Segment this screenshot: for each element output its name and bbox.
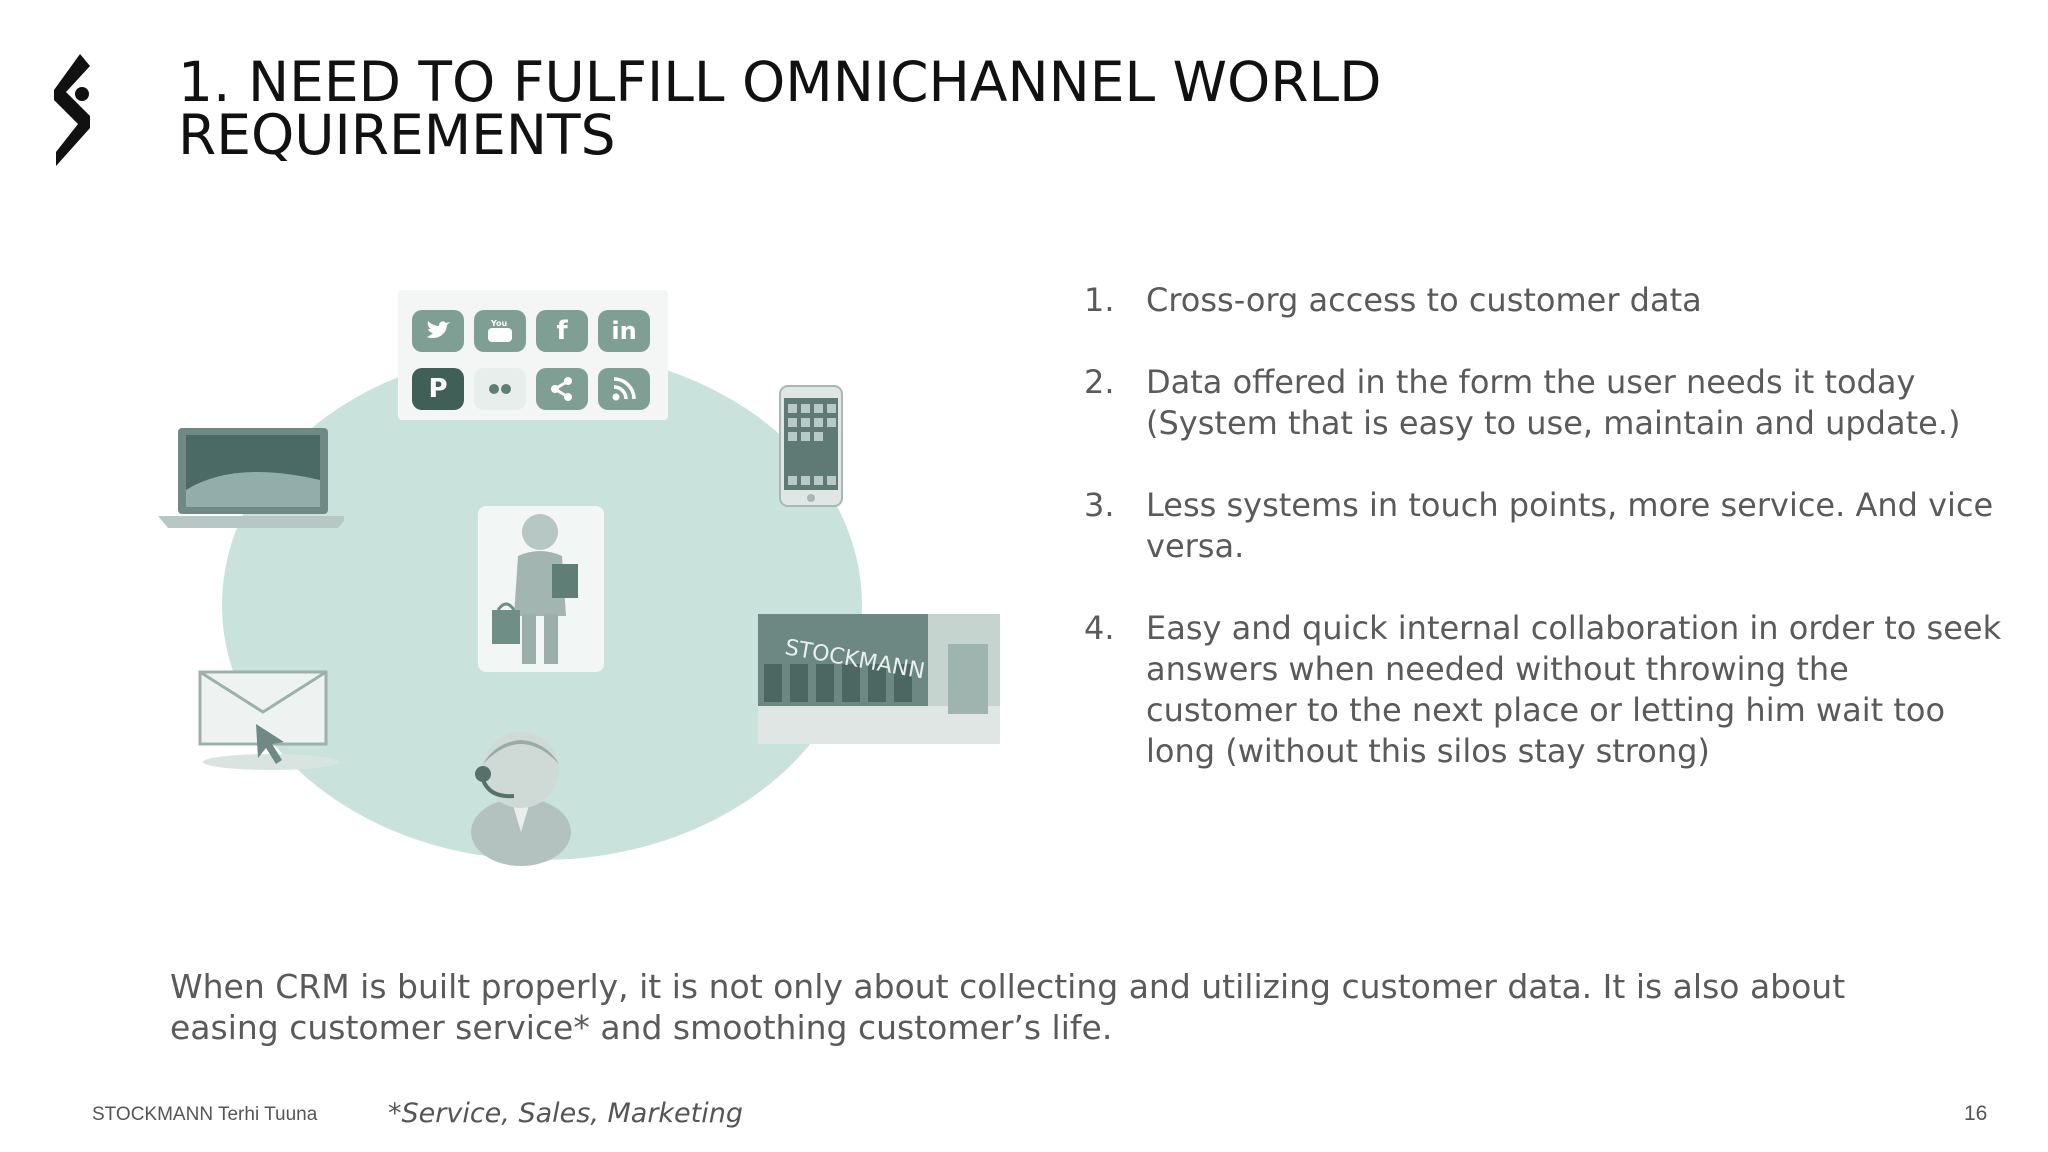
requirements-list: 1. Cross-org access to customer data 2. … [1084, 280, 2004, 813]
list-text: Less systems in touch points, more servi… [1146, 486, 1994, 565]
share-icon [536, 368, 588, 410]
laptop-icon [158, 428, 344, 528]
shopper-card [478, 506, 604, 672]
twitter-icon [412, 310, 464, 352]
footnote: *Service, Sales, Marketing [388, 1098, 744, 1129]
email-icon [198, 670, 339, 770]
list-number: 4. [1084, 609, 1115, 647]
svg-text:You: You [490, 319, 508, 328]
stockmann-logo [54, 54, 90, 166]
list-item: 1. Cross-org access to customer data [1084, 280, 2004, 321]
list-item: 4. Easy and quick internal collaboration… [1084, 608, 2004, 772]
youtube-icon: You [474, 310, 526, 352]
list-text: Data offered in the form the user needs … [1146, 363, 1961, 442]
rss-icon [598, 368, 650, 410]
smartphone-icon [779, 385, 843, 507]
social-media-panel: You f in P [398, 290, 668, 420]
list-item: 2. Data offered in the form the user nee… [1084, 362, 2004, 444]
pinterest-icon: P [412, 368, 464, 410]
slide-title: 1. NEED TO FULFILL OMNICHANNEL WORLD REQ… [178, 50, 1678, 167]
linkedin-icon: in [598, 310, 650, 352]
crm-statement: When CRM is built properly, it is not on… [170, 967, 1846, 1047]
omnichannel-illustration: You f in P [150, 280, 1010, 880]
list-text: Cross-org access to customer data [1146, 281, 1702, 319]
list-number: 2. [1084, 363, 1115, 401]
list-number: 3. [1084, 486, 1115, 524]
list-item: 3. Less systems in touch points, more se… [1084, 485, 2004, 567]
flickr-icon [474, 368, 526, 410]
list-number: 1. [1084, 281, 1115, 319]
title-line-1: 1. NEED TO FULFILL OMNICHANNEL WORLD [178, 50, 1382, 114]
shopper-icon [492, 514, 578, 664]
facebook-icon: f [536, 310, 588, 352]
customer-service-agent-icon [471, 732, 571, 866]
footer-author: STOCKMANN Terhi Tuuna [92, 1104, 318, 1125]
list-text: Easy and quick internal collaboration in… [1146, 609, 2002, 770]
page-number: 16 [1964, 1102, 1988, 1125]
title-line-2: REQUIREMENTS [178, 103, 616, 167]
stockmann-store-photo: STOCKMANN [758, 614, 1000, 744]
